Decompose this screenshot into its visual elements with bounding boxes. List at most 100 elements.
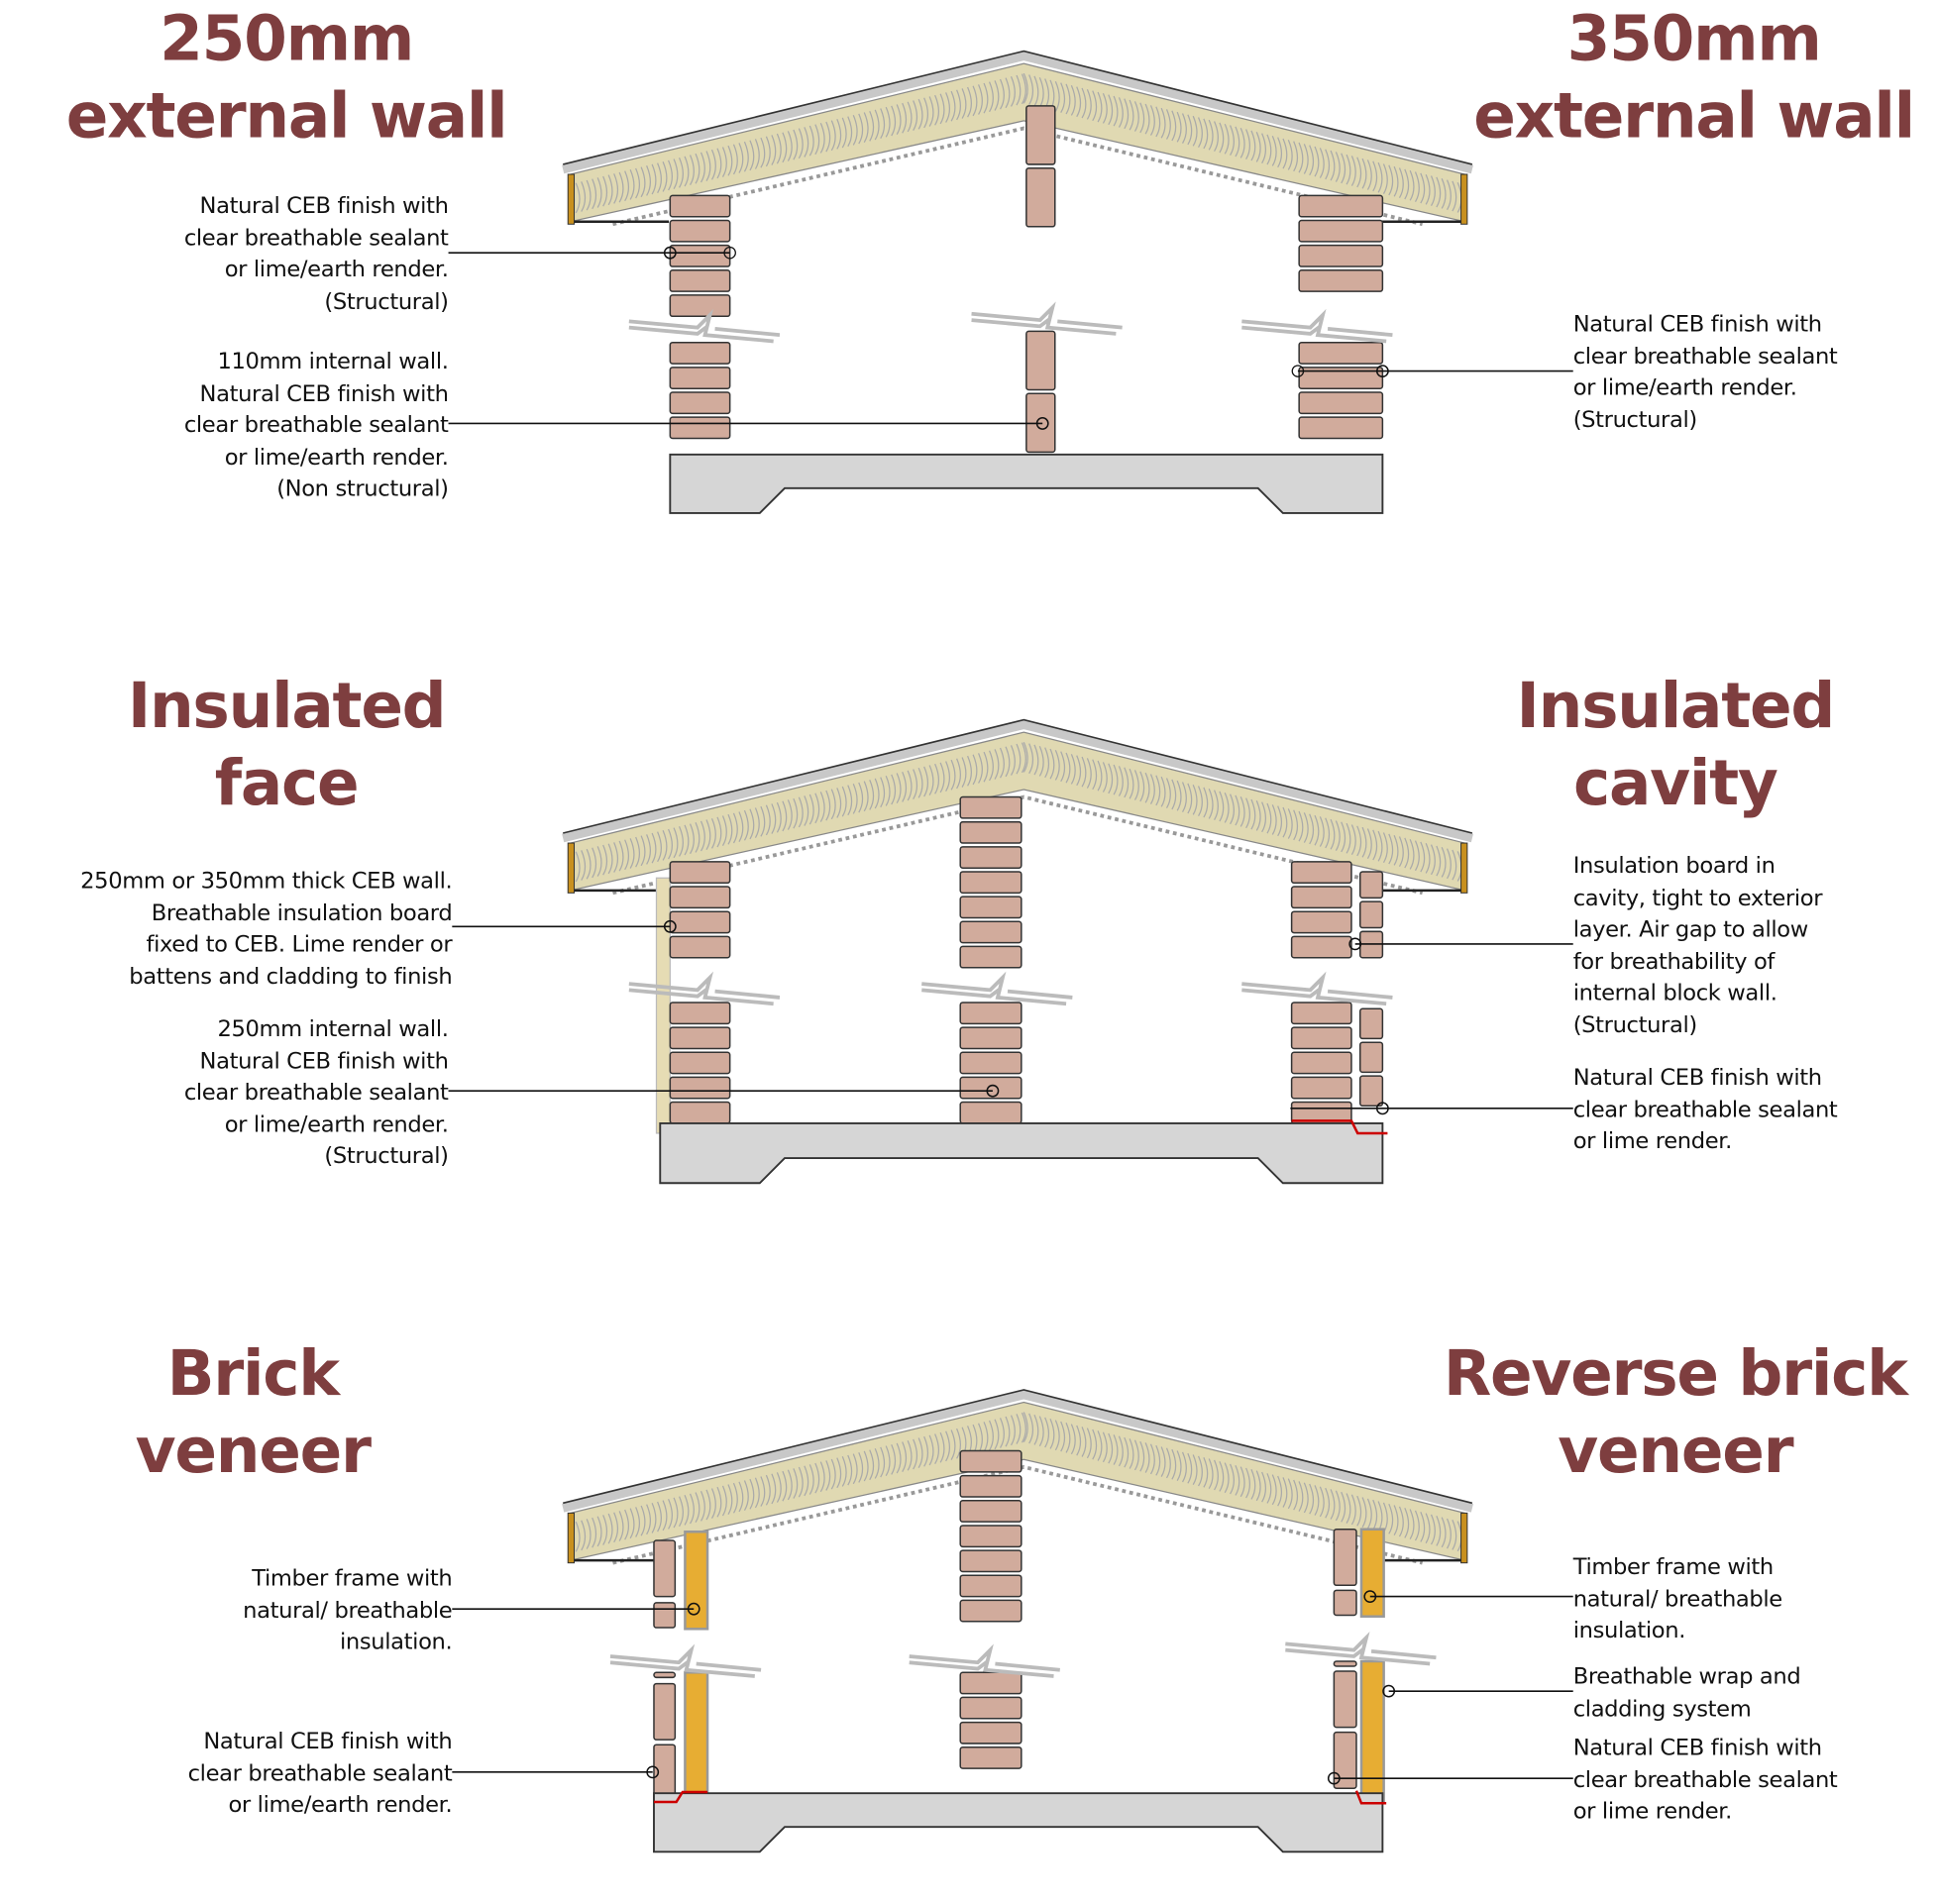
ceb-block (1025, 330, 1056, 391)
ceb-block (1290, 910, 1352, 934)
roof-line (563, 1389, 1473, 1505)
ceb-block (959, 1449, 1023, 1473)
ceb-block (959, 1745, 1023, 1769)
break-line-symbol (909, 1643, 1060, 1678)
ceb-block (669, 1101, 731, 1124)
fascia-right (1460, 842, 1468, 894)
ceb-block (669, 1076, 731, 1100)
ceb-block (959, 795, 1023, 819)
ceiling-battens (612, 794, 1424, 896)
break-line-symbol (628, 971, 781, 1006)
break-line-symbol (1241, 971, 1393, 1006)
ceb-block (959, 945, 1023, 969)
ceb-block (653, 1671, 677, 1679)
ceb-block (1298, 269, 1384, 292)
ceb-block (959, 1002, 1023, 1025)
break-line-symbol (1285, 1631, 1437, 1666)
ceb-block (669, 341, 731, 365)
concrete-slab (653, 1792, 1384, 1853)
ceb-block (1290, 1051, 1352, 1075)
ceb-block (1298, 416, 1384, 440)
fascia-left (567, 1512, 576, 1564)
damp-proof-course (1354, 1790, 1387, 1805)
ceb-block (959, 1500, 1023, 1523)
ceiling-battens (612, 1464, 1424, 1565)
ceb-block (959, 896, 1023, 919)
ceb-block (959, 871, 1023, 895)
ceb-block (959, 1525, 1023, 1548)
ceb-block (1290, 861, 1352, 885)
ceb-block (669, 416, 731, 440)
roof-cladding (562, 720, 1473, 843)
ceb-block (669, 244, 731, 267)
fascia-right (1460, 173, 1468, 225)
ceb-block (1290, 1026, 1352, 1050)
break-line-symbol (1241, 308, 1393, 344)
ceb-block (669, 391, 731, 415)
damp-proof-course (1291, 1119, 1388, 1135)
ceb-block (669, 194, 731, 218)
fascia-right (1460, 1512, 1468, 1564)
roof-cladding (562, 1390, 1473, 1513)
ceb-block (1290, 935, 1352, 959)
ceb-block (1358, 900, 1384, 929)
ceb-block (1333, 1528, 1357, 1587)
ceb-block (1298, 194, 1384, 218)
leader-dot (723, 246, 736, 260)
ceb-block (1358, 871, 1384, 899)
ceb-block (669, 935, 731, 959)
label-insulated-face-wall: 250mm or 350mm thick CEB wall.Breathable… (80, 868, 453, 990)
ceb-block (1358, 1041, 1384, 1074)
ceb-block (959, 1101, 1023, 1124)
ceb-block (1290, 886, 1352, 909)
leader-dot (646, 1765, 660, 1779)
ceb-block (1298, 341, 1384, 365)
ceb-block (669, 367, 731, 389)
ceb-block (1333, 1731, 1357, 1789)
ceb-block (669, 861, 731, 885)
break-line-symbol (628, 308, 781, 344)
label-internal-wall-250: 250mm internal wall.Natural CEB finish w… (183, 1015, 449, 1170)
ceb-block (959, 1721, 1023, 1745)
concrete-slab (659, 1121, 1384, 1185)
ceb-block (669, 1026, 731, 1050)
timber-frame-insulation (684, 1671, 709, 1795)
ceb-block (653, 1682, 677, 1741)
ceb-block (1298, 244, 1384, 267)
ceb-block (653, 1539, 677, 1598)
leader-dot (1348, 937, 1362, 951)
ceb-block (959, 1574, 1023, 1598)
ceb-block (959, 1599, 1023, 1623)
ceb-block (669, 219, 731, 243)
ceb-block (669, 910, 731, 934)
break-line-symbol (921, 971, 1073, 1006)
ceb-block (1298, 219, 1384, 243)
ceb-block (669, 294, 731, 318)
ceb-block (1298, 391, 1384, 415)
ceb-block (1358, 1075, 1384, 1108)
roof-line (563, 718, 1473, 834)
leader-dot (986, 1084, 1000, 1098)
fascia-left (567, 173, 576, 225)
roof-line (563, 50, 1473, 165)
ceb-block (959, 846, 1023, 869)
ceb-block (1333, 1589, 1357, 1617)
ceb-block (959, 1051, 1023, 1075)
ceb-block (1025, 166, 1056, 228)
leader-dot (1363, 1590, 1377, 1604)
ceb-block (959, 1696, 1023, 1720)
ceb-block (959, 1474, 1023, 1498)
leader-dot (1035, 417, 1049, 430)
timber-frame-insulation (1359, 1659, 1385, 1805)
